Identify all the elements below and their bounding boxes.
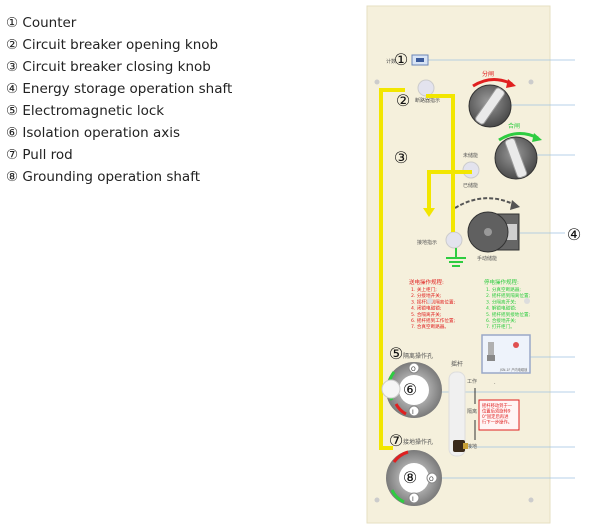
pull-rod-handle: [453, 440, 465, 452]
legend-item: ③ Circuit breaker closing knob: [6, 56, 232, 78]
legend-label: Pull rod: [22, 147, 73, 163]
callout-7: ⑦: [389, 431, 403, 450]
legend-label: Electromagnetic lock: [22, 103, 165, 119]
warning-box: [478, 399, 520, 431]
breaker-indicator-label: 断路器指示: [415, 97, 440, 104]
power-off-step: 3. 摇杆摇到隔离位置;: [411, 298, 456, 305]
isolation-inner: [399, 375, 429, 405]
ground-hole-label: 接地操作孔: [403, 438, 433, 446]
power-off-title: 送电操作规程:: [409, 278, 444, 286]
not-stored-label: 未储能: [463, 152, 478, 159]
legend-number: ②: [6, 37, 23, 53]
legend-number: ⑤: [6, 103, 23, 119]
power-on-steps: 1. 分真空断路器;2. 摇杆摇到隔离位置;3. 分隔离开关;4. 解锁电磁锁;…: [486, 286, 531, 330]
legend-item: ⑥ Isolation operation axis: [6, 122, 232, 144]
legend-label: Isolation operation axis: [22, 125, 181, 141]
yellow-line-right: [426, 94, 455, 232]
stored-label: 已储能: [463, 182, 478, 189]
counter-digits: [416, 58, 424, 62]
yellow-line-bottom: [379, 400, 393, 450]
open-label: 分闸: [482, 70, 494, 78]
power-off-step: 1. 关上柜门;: [411, 286, 437, 293]
legend-number: ①: [6, 15, 23, 31]
storage-rotate-arrow: [454, 197, 516, 209]
power-on-step: 5. 摇杆摇到接地位置;: [486, 311, 531, 318]
warning-line: 位置后须旋转9: [482, 408, 511, 415]
counter-label: 计数: [386, 58, 396, 65]
breaker-indicator-light: [417, 79, 435, 97]
work-pos-label: 工作: [467, 378, 477, 385]
callout-4: ④: [567, 225, 581, 244]
warning-line: 行下一步操作。: [482, 419, 512, 426]
ground-indicator-light: [445, 231, 463, 249]
legend-item: ⑤ Electromagnetic lock: [6, 100, 232, 122]
yellow-line-left: [379, 88, 405, 400]
legend-label: Circuit breaker opening knob: [22, 37, 219, 53]
legend-item: ⑦ Pull rod: [6, 144, 232, 166]
power-off-step: 4. 闭锁电磁锁;: [411, 305, 442, 312]
warning-line: 0°固定后再进: [482, 413, 509, 420]
power-on-step: 1. 分真空断路器;: [486, 286, 521, 293]
electromagnetic-lock-knob: [381, 379, 401, 399]
callouts: ① ② ③ ④ ⑤⑥ ⑦⑧: [389, 50, 581, 487]
legend-number: ⑦: [6, 147, 23, 163]
close-label: 合闸: [508, 122, 520, 130]
power-on-step: 4. 解锁电磁锁;: [486, 305, 517, 312]
legend-item: ② Circuit breaker opening knob: [6, 34, 232, 56]
leader-lines: [420, 59, 575, 479]
closing-knob-handle: [504, 137, 528, 179]
svg-text:I: I: [412, 409, 414, 416]
power-on-title: 停电操作规程:: [484, 278, 519, 286]
rocker-slot: [448, 371, 466, 457]
legend-item: ⑧ Grounding operation shaft: [6, 166, 232, 188]
yellow-line-down: [427, 170, 472, 210]
isolation-hole-label: 隔离操作孔: [403, 352, 433, 360]
power-on-step: 7. 打开柜门。: [486, 323, 515, 330]
callout-6: ⑥: [403, 380, 417, 399]
svg-text:O: O: [411, 366, 416, 373]
opening-knob-handle: [475, 87, 505, 125]
svg-text:I: I: [412, 496, 414, 503]
legend-label: Counter: [22, 15, 77, 31]
power-on-step: 6. 合接地开关;: [486, 317, 517, 324]
legend-number: ⑧: [6, 169, 23, 185]
power-off-step: 5. 合隔离开关;: [411, 311, 442, 318]
isolation-pos-label: 隔离: [467, 408, 477, 415]
rocker-label: 摇杆: [451, 360, 463, 368]
ground-pos-label: 接地: [467, 443, 477, 450]
power-off-step: 7. 合真空断路器。: [411, 323, 449, 330]
ground-inner: [399, 463, 429, 493]
power-on-step: 2. 摇杆摇到隔离位置;: [486, 292, 531, 299]
lock-caption: JSN-1F 户内电磁锁: [499, 367, 528, 372]
legend-label: Grounding operation shaft: [22, 169, 201, 185]
legend-number: ④: [6, 81, 23, 97]
svg-text:O: O: [429, 476, 434, 483]
svg-text:·: ·: [494, 381, 496, 387]
manual-storage-label: 手动储能: [477, 255, 497, 262]
warning-line: 摇杆移动到于一: [482, 402, 513, 409]
power-off-step: 6. 摇杆摇到工作位置;: [411, 317, 456, 324]
legend-number: ⑥: [6, 125, 23, 141]
legend-label: Energy storage operation shaft: [22, 81, 233, 97]
power-off-step: 2. 分接地开关;: [411, 292, 442, 299]
callout-3: ③: [394, 148, 408, 167]
ground-indicator-label: 接地指示: [417, 239, 437, 246]
callout-2: ②: [396, 91, 410, 110]
callout-5: ⑤: [389, 344, 403, 363]
callout-1: ①: [394, 50, 408, 69]
power-off-steps: 1. 关上柜门;2. 分接地开关;3. 摇杆摇到隔离位置;4. 闭锁电磁锁;5.…: [411, 286, 456, 330]
legend-number: ③: [6, 59, 23, 75]
power-on-step: 3. 分隔离开关;: [486, 298, 517, 305]
legend-item: ① Counter: [6, 12, 232, 34]
legend-label: Circuit breaker closing knob: [22, 59, 211, 75]
legend-item: ④ Energy storage operation shaft: [6, 78, 232, 100]
ground-symbol: [446, 248, 466, 267]
callout-8: ⑧: [403, 468, 417, 487]
